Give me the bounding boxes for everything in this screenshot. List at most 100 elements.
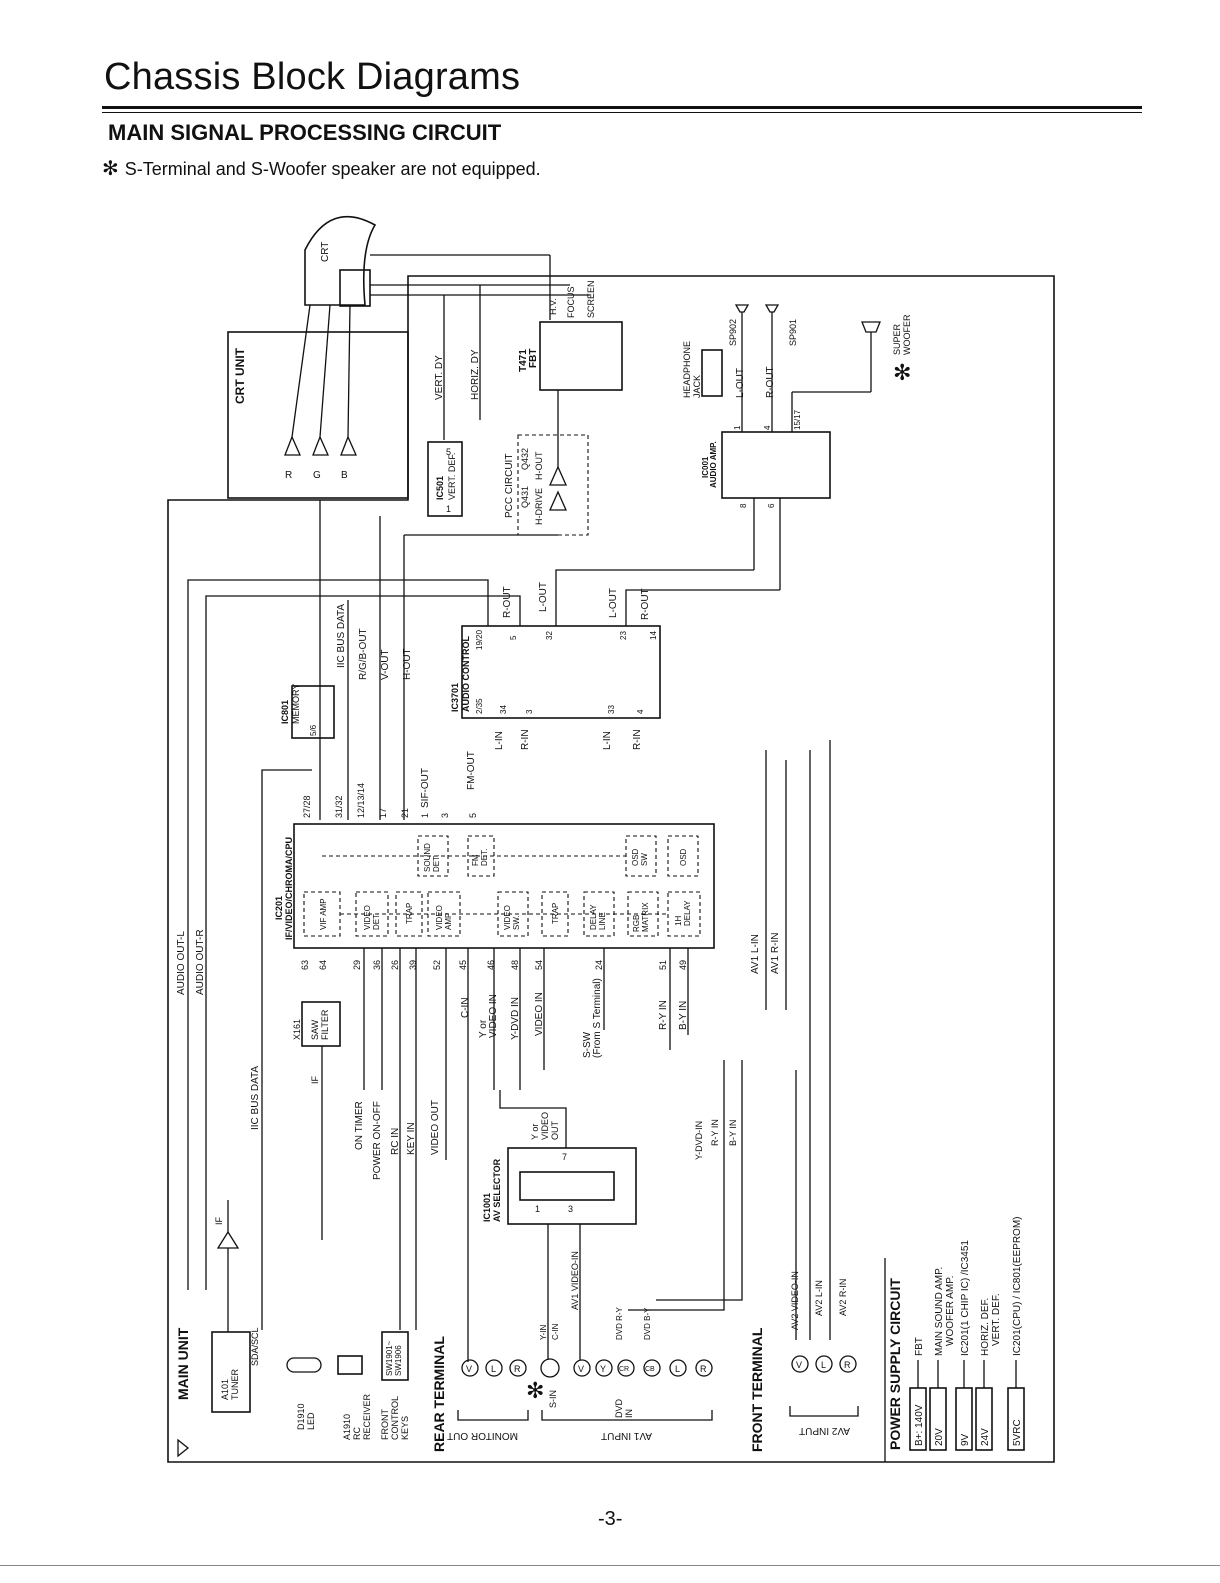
rear-jack-v: V [466,1364,472,1374]
ic3701-ref: IC3701 [450,683,460,712]
block-osd [667,835,699,877]
rear-jack-y: Y [600,1364,606,1374]
ic001-pin-8: 8 [739,503,748,508]
by-in-label: B-Y IN [678,1001,689,1030]
av1-input-label: AV1 INPUT [601,1430,652,1441]
ic1001-name: AV SELECTOR [492,1158,502,1222]
crt-unit-box [227,331,409,499]
ic001-pin-6: 6 [767,503,776,508]
pcc-hout: H-OUT [534,451,544,480]
ic201-pin-31-32: 31/32 [334,795,344,818]
ic201-pin-52: 52 [432,960,442,970]
front-keys-box-label: SW1901~SW1906 [385,1340,403,1376]
saw-if-label: IF [310,1075,320,1084]
rear-y-in-label: Y-IN [539,1325,548,1340]
rail-20v-label: 20V [934,1428,945,1446]
ic201-name: IF/VIDEO/CHROMA/CPU [284,837,294,940]
ic1001-ref: IC1001 [482,1193,492,1222]
block-osd-label: OSD [679,848,688,866]
ic201-pin-21: 21 [400,808,410,818]
iic-bus-label-lower: IIC BUS DATA [250,1066,261,1130]
tuner-box [211,1331,251,1413]
ic201-pin-64: 64 [318,960,328,970]
lower-signal-lines [321,750,787,1362]
rc-receiver-icon [337,1355,363,1375]
rear-dvd-by-label: DVD B-Y [643,1307,652,1340]
ic201-pin-12-13-14: 12/13/14 [356,783,366,818]
ic201-pin-5: 5 [468,813,478,818]
pcc-driver-1 [548,490,568,511]
block-trap-2-label: TRAP [551,903,560,924]
block-osd-sw-label: OSDSW [631,848,649,866]
key-in-label: KEY IN [406,1122,417,1155]
fbt-focus: FOCUS [566,287,576,319]
fbt-name: FBT [528,349,539,368]
ic1001-pin-3: 3 [568,1204,573,1214]
ic3701-pin-34: 34 [499,705,508,714]
block-fm-det-label: FMDET. [471,849,489,866]
ic201-pin-63: 63 [300,960,310,970]
front-keys-label: FRONTCONTROLKEYS [380,1396,410,1440]
rail-9v-dest: IC201(1 CHIP IC) /IC3451 [960,1240,971,1356]
block-1h-delay-label: 1HDELAY [674,900,692,926]
monitor-out-label: MONITOR OUT [447,1430,518,1441]
rout-bus [625,589,780,626]
monitor-out-bracket [457,1410,529,1421]
ic201-pin-51: 51 [658,960,668,970]
rc-in-label: RC IN [390,1128,401,1155]
ic1001-box [507,1147,637,1225]
ic3701-pin-33: 33 [607,705,616,714]
ic801-box [291,685,335,739]
ic201-pin-24: 24 [594,960,604,970]
ic201-pin-3: 3 [440,813,450,818]
fm-out-label: FM-OUT [466,751,477,790]
asterisk-icon: ✻ [102,158,119,180]
horiz-dy-label: HORIZ. DY [470,349,481,400]
ic1001-inner [519,1171,615,1201]
ic201-ref: IC201 [274,896,284,920]
ic3701-pin-3: 3 [525,709,534,714]
lout-bus [555,569,754,626]
ic3701-pin-4: 4 [636,709,645,714]
rail-5vrc-label: 5VRC [1012,1419,1023,1446]
rear-jack-cb: CB [645,1366,655,1373]
block-video-amp-label: VIDEOAMP [435,905,453,930]
if-label: IF [214,1216,224,1225]
ic201-pin-54: 54 [534,960,544,970]
ic3701-pin-32: 32 [545,631,554,640]
ic3701-pin-14: 14 [649,631,658,640]
front-terminal-title: FRONT TERMINAL [749,1327,765,1452]
ic201-pin-48: 48 [510,960,520,970]
rail-9v-label: 9V [960,1433,971,1446]
ic3701-rout-1: R-OUT [502,586,513,618]
ic201-pin-26: 26 [390,960,400,970]
rear-jack-l: L [491,1364,496,1374]
if-amp-icon [216,1230,240,1249]
y-video-in-label: Y orVIDEO IN [478,994,499,1038]
rail-24v-dest: HORIZ. DEF.VERT. DEF. [980,1293,1002,1356]
rear-dvd-in-label: DVDIN [614,1398,634,1418]
ydvd-in-label: Y-DVD-IN [694,1121,704,1160]
rc-receiver-label: A1910RCRECEIVER [342,1393,372,1440]
av1-input-bracket [541,1410,713,1421]
speaker-sp902-icon [734,304,750,313]
s-sw-label: S-SW(From S Terminal) [582,978,603,1058]
ic001-ref: IC001 [701,456,710,478]
power-rails [909,1360,1025,1451]
iic-bus-lower [261,769,312,1330]
fbt-ref: T471 [518,349,529,372]
block-trap-1-label: TRAP [405,903,414,924]
super-woofer-icon [861,321,881,333]
ic001-pin-4: 4 [763,425,772,430]
saw-filter-label: SAWFILTER [310,1009,330,1040]
sp902-label: SP902 [728,319,738,346]
y-dvd-in-label: Y-DVD IN [510,997,521,1040]
rear-av1-video-label: AV1 VIDEO-IN [570,1251,580,1310]
ic201-pin-39: 39 [408,960,418,970]
fbt-hv: H.V. [548,298,558,315]
rear-jack-l2: L [675,1364,680,1374]
crt-neck [339,269,371,307]
note: ✻S-Terminal and S-Woofer speaker are not… [102,156,541,181]
crt-b-label: B [341,470,348,481]
